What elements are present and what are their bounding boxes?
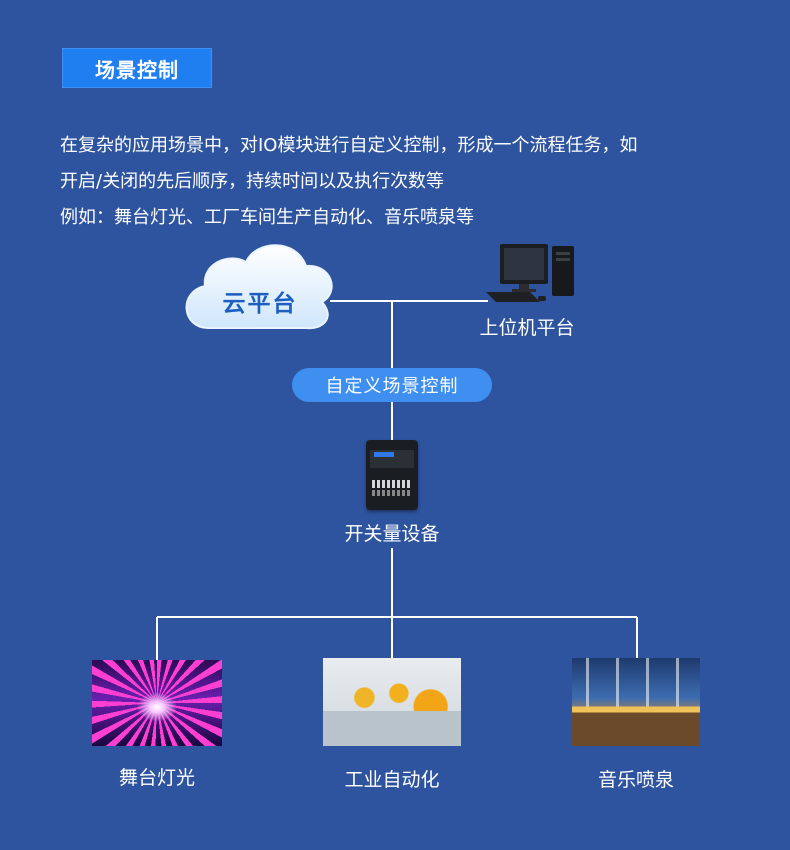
- cloud-icon: [185, 244, 333, 330]
- device-terminals: [372, 480, 412, 488]
- custom-scene-control-pill: 自定义场景控制: [292, 368, 492, 402]
- desktop-computer-icon: [486, 244, 574, 302]
- io-module-device-icon: [366, 440, 418, 510]
- switch-device-label: 开关量设备: [344, 523, 440, 545]
- scenario-label-stage-lighting: 舞台灯光: [118, 767, 195, 789]
- music-fountain-image: [572, 658, 700, 746]
- scenario-label-music-fountain: 音乐喷泉: [597, 769, 674, 791]
- section-title: 场景控制: [62, 48, 212, 88]
- description-line-1: 在复杂的应用场景中，对IO模块进行自定义控制，形成一个流程任务，如: [60, 135, 638, 156]
- host-platform-label: 上位机平台: [479, 317, 575, 339]
- stage-lighting-image: [92, 660, 222, 746]
- scenario-label-industrial-automation: 工业自动化: [344, 769, 440, 791]
- device-terminals-lower: [372, 490, 412, 496]
- description-line-3: 例如：舞台灯光、工厂车间生产自动化、音乐喷泉等: [60, 207, 474, 228]
- device-brand-badge: [374, 452, 394, 457]
- description-line-2: 开启/关闭的先后顺序，持续时间以及执行次数等: [60, 171, 445, 192]
- cloud-platform-label: 云平台: [222, 291, 298, 317]
- industrial-automation-image: [323, 658, 461, 746]
- description-block: 在复杂的应用场景中，对IO模块进行自定义控制，形成一个流程任务，如 开启/关闭的…: [60, 128, 760, 236]
